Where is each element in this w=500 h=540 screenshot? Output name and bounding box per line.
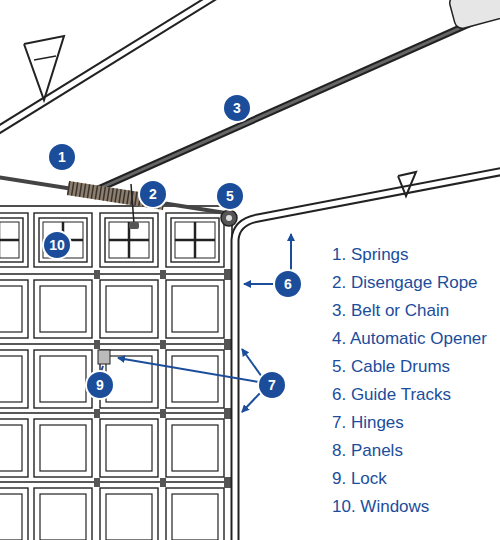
part-list-item: 4. Automatic Opener (332, 329, 487, 349)
part-list-item: 5. Cable Drums (332, 357, 450, 377)
callout-number: 1 (49, 144, 75, 170)
part-list-item: 2. Disengage Rope (332, 273, 478, 293)
callout-number: 9 (87, 372, 113, 398)
part-list-item: 8. Panels (332, 441, 403, 461)
callout-number: 2 (140, 181, 166, 207)
part-list-item: 3. Belt or Chain (332, 301, 449, 321)
callout-number: 10 (44, 232, 70, 258)
callout-number: 5 (217, 183, 243, 209)
part-list-item: 9. Lock (332, 469, 387, 489)
callout-number: 7 (259, 372, 285, 398)
part-list-item: 1. Springs (332, 245, 409, 265)
callout-number: 3 (224, 95, 250, 121)
part-list-item: 10. Windows (332, 497, 429, 517)
part-list-item: 7. Hinges (332, 413, 404, 433)
callout-number: 6 (275, 271, 301, 297)
part-list-item: 6. Guide Tracks (332, 385, 451, 405)
